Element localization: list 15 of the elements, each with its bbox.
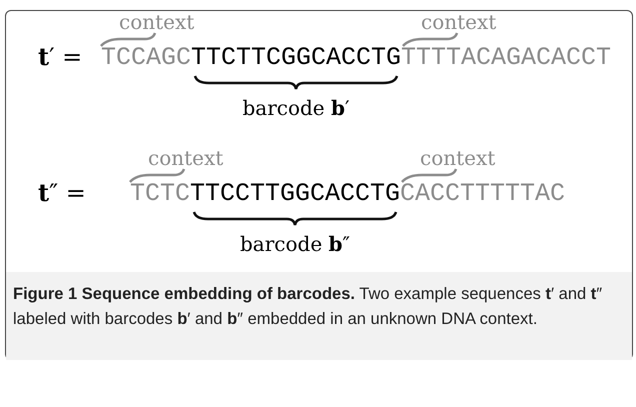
sequence-name: t″ = [38,179,86,207]
barcode-sequence: TTCTTCGGCACCTG [191,44,402,72]
context-label: context [420,146,496,170]
context-label: context [148,146,224,170]
context-label: context [421,10,496,34]
barcode-label: barcode b″ [240,232,350,256]
figure-caption: Figure 1 Sequence embedding of barcodes. Two example sequences t′ and t″ labeled with barcodes b′ and b″ embedded in an unknown DNA context. [6,272,632,360]
context-sequence: TCTC [130,180,190,208]
barcode-label: barcode b′ [242,96,350,120]
sequence-name: t′ = [38,43,82,71]
context-sequence: TTTTACAGACACCT [401,44,612,72]
barcode-sequence: TTCCTTGGCACCTG [190,180,400,208]
context-label: context [119,10,194,34]
context-sequence: TCCAGC [101,44,192,72]
context-sequence: CACCTTTTTAC [400,180,566,208]
